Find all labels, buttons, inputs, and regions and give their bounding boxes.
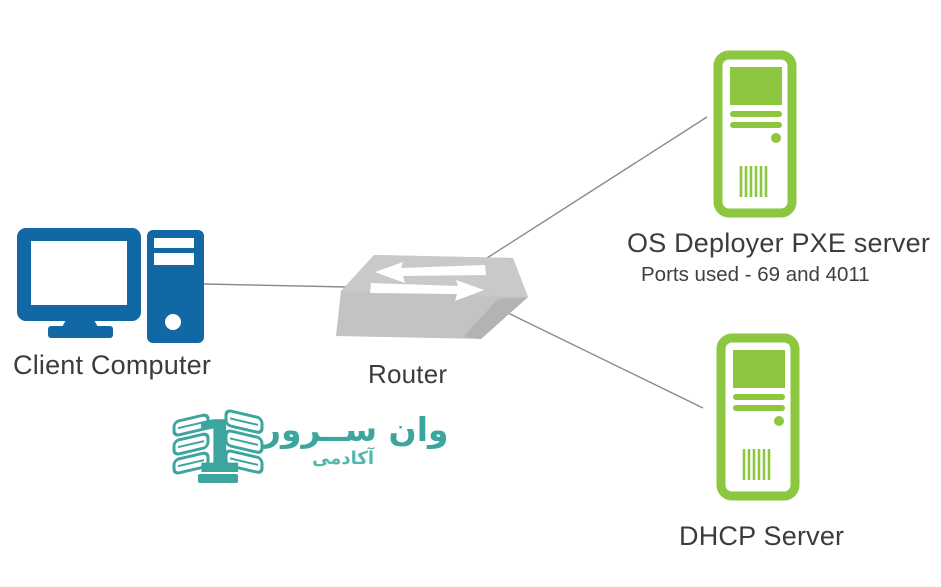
server-tower-icon [716,333,800,501]
client-computer-node [15,225,207,350]
desktop-computer-icon [17,228,204,343]
connection-line-client-router [203,283,349,288]
dhcp-server-label: DHCP Server [679,521,845,551]
router-label: Router [368,359,448,389]
brand-logo-icon: 1 [172,405,264,489]
connection-line-router-dhcp [507,312,704,409]
brand-name: وان ســرور [262,410,449,449]
router-switch-icon [336,255,528,339]
pxe-server-label: OS Deployer PXE server [627,228,931,258]
server-tower-icon [713,50,797,218]
pxe-server-ports-label: Ports used - 69 and 4011 [641,263,870,286]
arrow-left-icon [375,262,486,283]
arrow-right-icon [370,280,484,301]
pxe-server-node [713,50,797,223]
dhcp-server-node [716,333,800,506]
brand-watermark: 1 وان ســرور آکادمی [172,398,449,496]
client-computer-label: Client Computer [13,350,212,380]
router-node [333,252,528,352]
brand-academy-label: آکادمی [312,448,374,469]
